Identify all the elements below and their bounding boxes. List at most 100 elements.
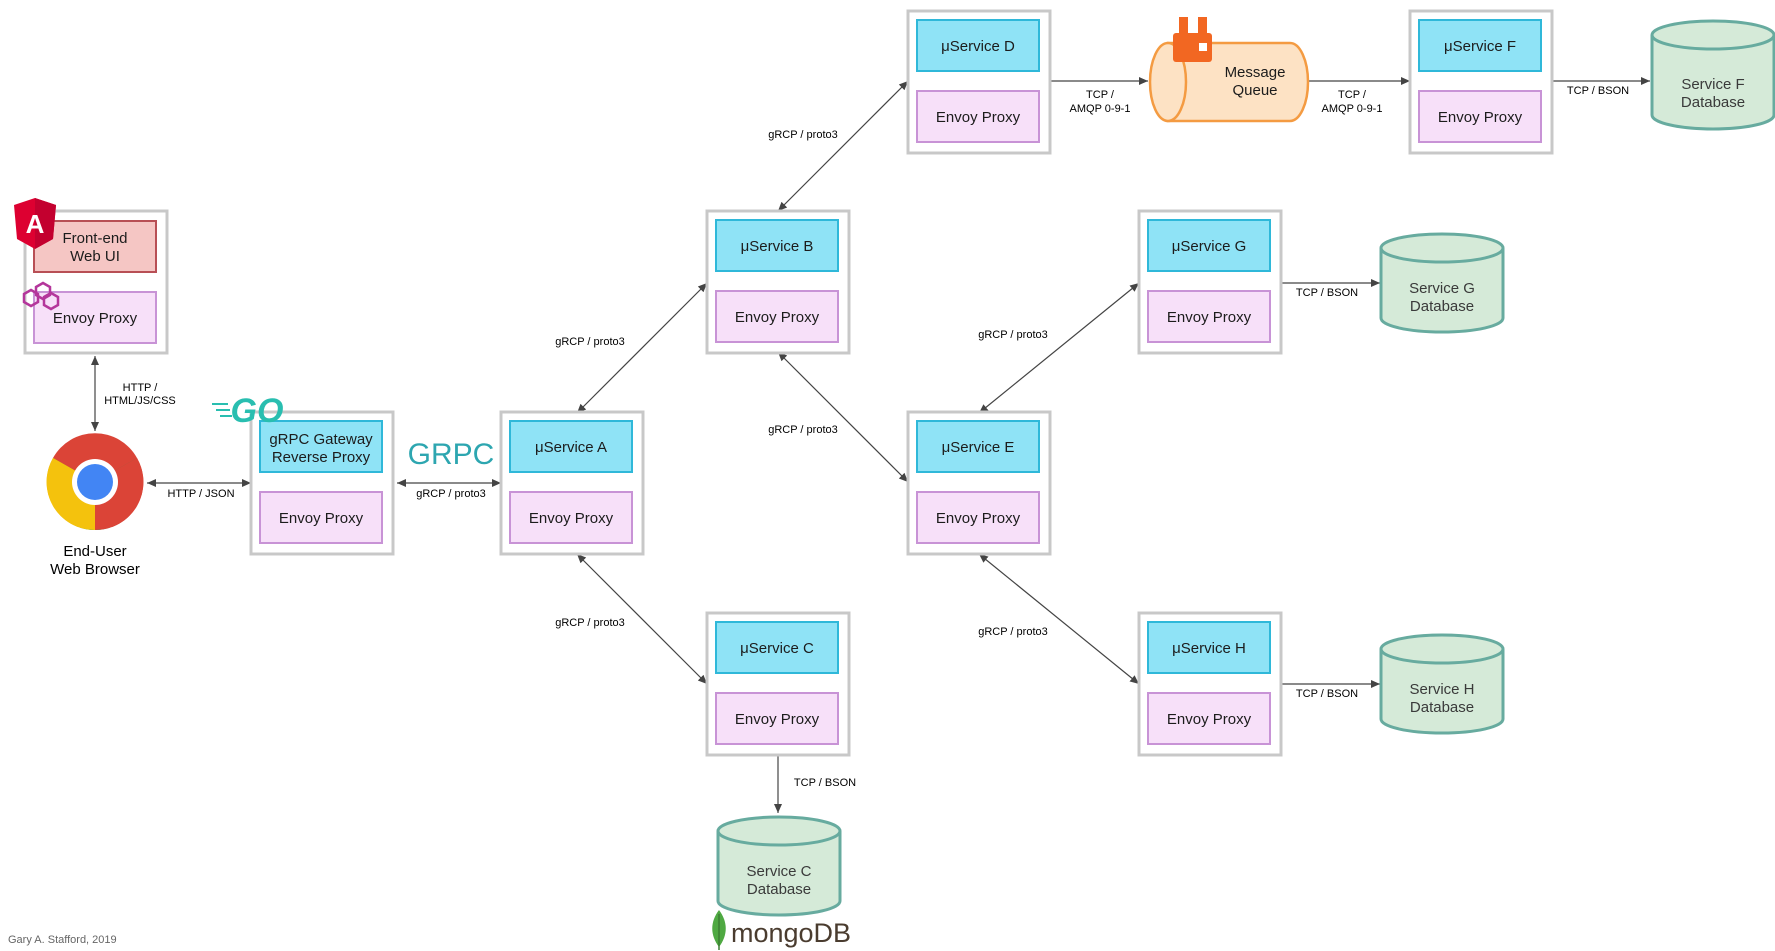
service-c-box[interactable]	[715, 621, 839, 674]
gateway-label-line2: Reverse Proxy	[272, 449, 371, 466]
gateway-pod: gRPC Gateway Reverse Proxy Envoy Proxy	[249, 410, 395, 556]
service-g-label: μService G	[1172, 238, 1247, 255]
go-icon-text: GO	[231, 392, 284, 430]
database-service-f[interactable]: Service F Database	[1650, 19, 1775, 131]
edge-label-c-db: TCP / BSON	[794, 777, 856, 789]
frontend-webui-box[interactable]	[33, 220, 157, 273]
edge-label-g-db: TCP / BSON	[1296, 287, 1358, 299]
service-g-envoy-proxy-label: Envoy Proxy	[1167, 309, 1252, 326]
service-h-label: μService H	[1172, 640, 1246, 657]
gateway-envoy-proxy-box[interactable]	[259, 491, 383, 544]
service-b-box[interactable]	[715, 219, 839, 272]
service-b-label: μService B	[741, 238, 814, 255]
service-e-envoy-proxy-box[interactable]	[916, 491, 1040, 544]
database-service-h[interactable]: Service H Database	[1379, 633, 1505, 735]
edge-label-b-d: gRCP / proto3	[768, 129, 838, 141]
service-a-label: μService A	[535, 439, 607, 456]
queue-label-line2: Queue	[1232, 82, 1277, 99]
angular-icon-letter: A	[26, 209, 45, 239]
db-c-label-line1: Service C	[746, 863, 811, 880]
connectors	[91, 77, 1650, 813]
service-g-pod: μService G Envoy Proxy	[1137, 209, 1283, 355]
service-a-pod: μService A Envoy Proxy	[499, 410, 645, 556]
service-d-envoy-proxy-label: Envoy Proxy	[936, 109, 1021, 126]
browser-label-line2: Web Browser	[50, 561, 140, 578]
edge-label-frontend-browser-2: HTML/JS/CSS	[104, 395, 176, 407]
service-a-envoy-proxy-box[interactable]	[509, 491, 633, 544]
service-d-envoy-proxy-box[interactable]	[916, 90, 1040, 143]
edge-labels: HTTP / HTML/JS/CSS HTTP / JSON gRCP / pr…	[104, 85, 1629, 789]
angular-icon: A	[14, 198, 56, 249]
service-h-envoy-proxy-label: Envoy Proxy	[1167, 711, 1252, 728]
db-f-label-line1: Service F	[1681, 76, 1744, 93]
rabbitmq-icon	[1173, 17, 1212, 62]
frontend-envoy-proxy-box[interactable]	[33, 291, 157, 344]
edge-label-e-g: gRCP / proto3	[978, 329, 1048, 341]
service-g-envoy-proxy-box[interactable]	[1147, 290, 1271, 343]
edge-b-e	[777, 351, 909, 483]
service-f-box[interactable]	[1418, 19, 1542, 72]
message-queue[interactable]: Message Queue	[1148, 41, 1310, 123]
database-service-g[interactable]: Service G Database	[1379, 232, 1505, 334]
service-g-box[interactable]	[1147, 219, 1271, 272]
db-h-label-line1: Service H	[1409, 681, 1474, 698]
service-f-pod: μService F Envoy Proxy	[1408, 9, 1554, 155]
edge-label-frontend-browser-1: HTTP /	[123, 382, 159, 394]
service-c-label: μService C	[740, 640, 814, 657]
edge-b-d	[777, 80, 909, 212]
edge-label-gateway-a: gRCP / proto3	[416, 488, 486, 500]
frontend-pod: Front-end Web UI Envoy Proxy A	[14, 198, 169, 355]
service-d-pod: μService D Envoy Proxy	[906, 9, 1052, 155]
db-g-label-line2: Database	[1410, 298, 1474, 315]
queue-label-line1: Message	[1225, 64, 1286, 81]
chrome-icon	[46, 433, 144, 531]
edge-label-e-h: gRCP / proto3	[978, 626, 1048, 638]
footer-credit: Gary A. Stafford, 2019	[8, 934, 117, 946]
service-a-envoy-proxy-label: Envoy Proxy	[529, 510, 614, 527]
browser-label-line1: End-User	[63, 543, 126, 560]
gateway-label-line1: gRPC Gateway	[269, 431, 373, 448]
frontend-label-line1: Front-end	[62, 230, 127, 247]
db-h-label-line2: Database	[1410, 699, 1474, 716]
service-a-box[interactable]	[509, 420, 633, 473]
edge-label-a-b: gRCP / proto3	[555, 336, 625, 348]
edge-e-g	[978, 282, 1140, 414]
service-d-label: μService D	[941, 38, 1015, 55]
db-g-label-line1: Service G	[1409, 280, 1475, 297]
service-f-envoy-proxy-label: Envoy Proxy	[1438, 109, 1523, 126]
service-c-envoy-proxy-box[interactable]	[715, 692, 839, 745]
edge-a-b	[576, 282, 708, 414]
edge-label-d-queue-2: AMQP 0-9-1	[1070, 103, 1131, 115]
service-h-box[interactable]	[1147, 621, 1271, 674]
edge-label-a-c: gRCP / proto3	[555, 617, 625, 629]
edge-a-c	[576, 553, 708, 685]
edge-label-h-db: TCP / BSON	[1296, 688, 1358, 700]
edge-label-b-e: gRCP / proto3	[768, 424, 838, 436]
mongodb-wordmark: mongoDB	[731, 918, 851, 948]
edge-label-f-db: TCP / BSON	[1567, 85, 1629, 97]
service-h-envoy-proxy-box[interactable]	[1147, 692, 1271, 745]
edge-label-d-queue-1: TCP /	[1086, 89, 1115, 101]
database-service-c[interactable]: Service C Database	[716, 815, 842, 917]
service-b-pod: μService B Envoy Proxy	[705, 209, 851, 355]
gateway-box[interactable]	[259, 420, 383, 473]
service-d-box[interactable]	[916, 19, 1040, 72]
envoy-icon	[22, 281, 60, 311]
db-f-label-line2: Database	[1681, 94, 1745, 111]
gateway-envoy-proxy-label: Envoy Proxy	[279, 510, 364, 527]
service-e-label: μService E	[942, 439, 1015, 456]
service-c-pod: μService C Envoy Proxy	[705, 611, 851, 757]
edge-e-h	[978, 553, 1140, 685]
db-c-label-line2: Database	[747, 881, 811, 898]
service-b-envoy-proxy-label: Envoy Proxy	[735, 309, 820, 326]
service-e-envoy-proxy-label: Envoy Proxy	[936, 510, 1021, 527]
edge-label-queue-f-1: TCP /	[1338, 89, 1367, 101]
service-f-envoy-proxy-box[interactable]	[1418, 90, 1542, 143]
mongodb-leaf-icon	[712, 910, 726, 950]
service-e-pod: μService E Envoy Proxy	[906, 410, 1052, 556]
service-b-envoy-proxy-box[interactable]	[715, 290, 839, 343]
service-h-pod: μService H Envoy Proxy	[1137, 611, 1283, 757]
go-icon: GO	[212, 392, 283, 430]
service-e-box[interactable]	[916, 420, 1040, 473]
